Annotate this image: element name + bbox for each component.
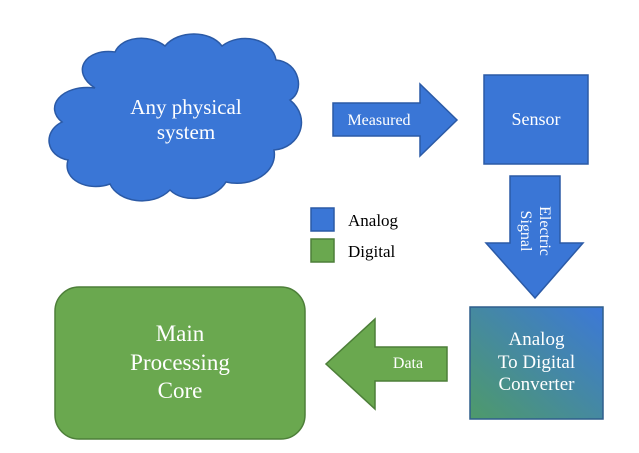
physical-system-line2: system xyxy=(156,120,216,144)
sensor-box xyxy=(483,74,589,165)
main-core-line3: Core xyxy=(157,378,203,404)
measured-label: Measured xyxy=(336,108,422,134)
adc-box xyxy=(469,306,604,420)
legend-analog-label: Analog xyxy=(348,211,399,230)
main-core-label: Main Processing Core xyxy=(55,287,305,439)
legend-digital-swatch xyxy=(310,238,335,263)
main-core-line2: Processing xyxy=(130,349,230,375)
adc-line2: To Digital xyxy=(497,351,576,373)
electric-signal-line2: Signal xyxy=(517,210,534,252)
data-text: Data xyxy=(392,355,424,373)
sensor-label: Sensor xyxy=(484,75,588,164)
physical-system-line1: Any physical xyxy=(130,94,242,119)
sensor-text: Sensor xyxy=(511,108,561,129)
data-label: Data xyxy=(378,351,438,377)
electric-signal-arrow xyxy=(484,175,585,300)
measured-text: Measured xyxy=(347,112,411,130)
legend-digital-label: Digital xyxy=(348,242,396,261)
data-arrow xyxy=(324,317,448,411)
physical-system-cloud xyxy=(48,33,303,202)
legend-analog-swatch xyxy=(310,207,335,232)
adc-line1: Analog xyxy=(508,328,565,350)
measured-arrow xyxy=(332,82,459,158)
adc-line3: Converter xyxy=(498,374,575,396)
physical-system-label: Any physical system xyxy=(86,88,286,152)
electric-signal-label: Electric Signal xyxy=(513,191,557,271)
main-core-box xyxy=(54,286,306,440)
adc-label: Analog To Digital Converter xyxy=(470,307,603,419)
electric-signal-line1: Electric xyxy=(536,206,554,256)
main-core-line1: Main xyxy=(155,320,205,346)
